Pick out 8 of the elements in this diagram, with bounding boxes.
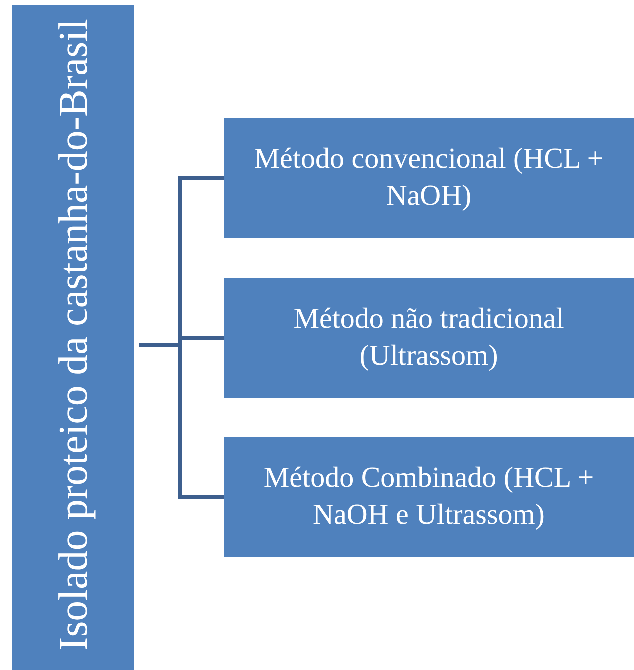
method-box — [224, 437, 634, 557]
box-label: Método Combinado (HCL + NaOH e Ultrassom) — [262, 461, 596, 533]
method-box — [224, 278, 634, 398]
box-label: Método convencional (HCL + NaOH) — [253, 142, 605, 214]
box-label: Isolado proteico da castanha-do-Brasil — [49, 18, 97, 653]
method-box — [224, 118, 634, 238]
box-label: Método não tradicional (Ultrassom) — [292, 302, 566, 374]
title-box — [12, 5, 134, 670]
